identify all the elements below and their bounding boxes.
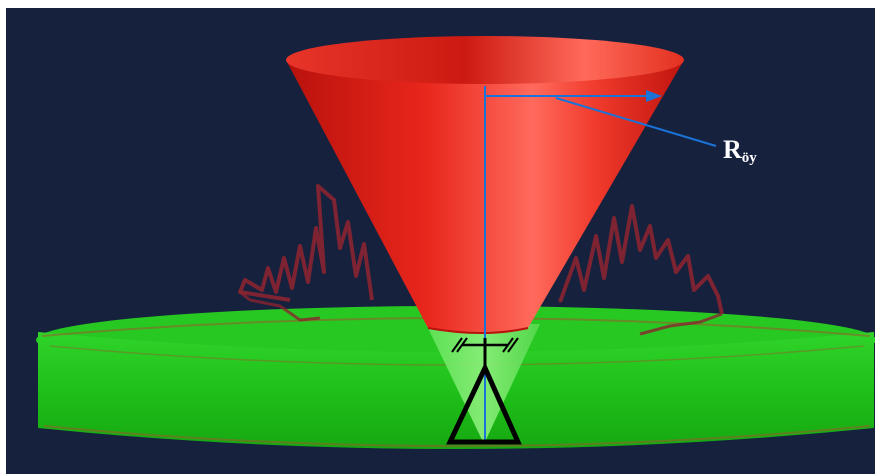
instrument-tick-right-2 xyxy=(507,337,519,353)
left-border xyxy=(0,0,6,474)
spring-right xyxy=(558,204,724,315)
radius-label-subscript: öy xyxy=(742,150,758,166)
instrument-tick-left-1 xyxy=(451,337,463,353)
radius-label-main: R xyxy=(723,135,742,164)
spring-left xyxy=(238,184,374,302)
instrument-tick-left-2 xyxy=(456,337,468,353)
top-border xyxy=(0,0,875,8)
label-leader-line xyxy=(555,97,717,147)
tripod-triangle xyxy=(446,362,522,445)
ring-edge-lower xyxy=(43,425,871,447)
cone-lower-section xyxy=(426,324,540,444)
cone-top-ellipse xyxy=(286,36,684,84)
spring-left-base xyxy=(239,290,321,322)
cone-bottom-edge xyxy=(427,327,529,334)
ring-front-band xyxy=(38,332,874,449)
radius-label: Röy xyxy=(723,135,757,166)
instrument-tick-right-1 xyxy=(502,337,514,353)
spring-right-base xyxy=(639,312,723,336)
radius-arrowhead xyxy=(646,90,662,102)
